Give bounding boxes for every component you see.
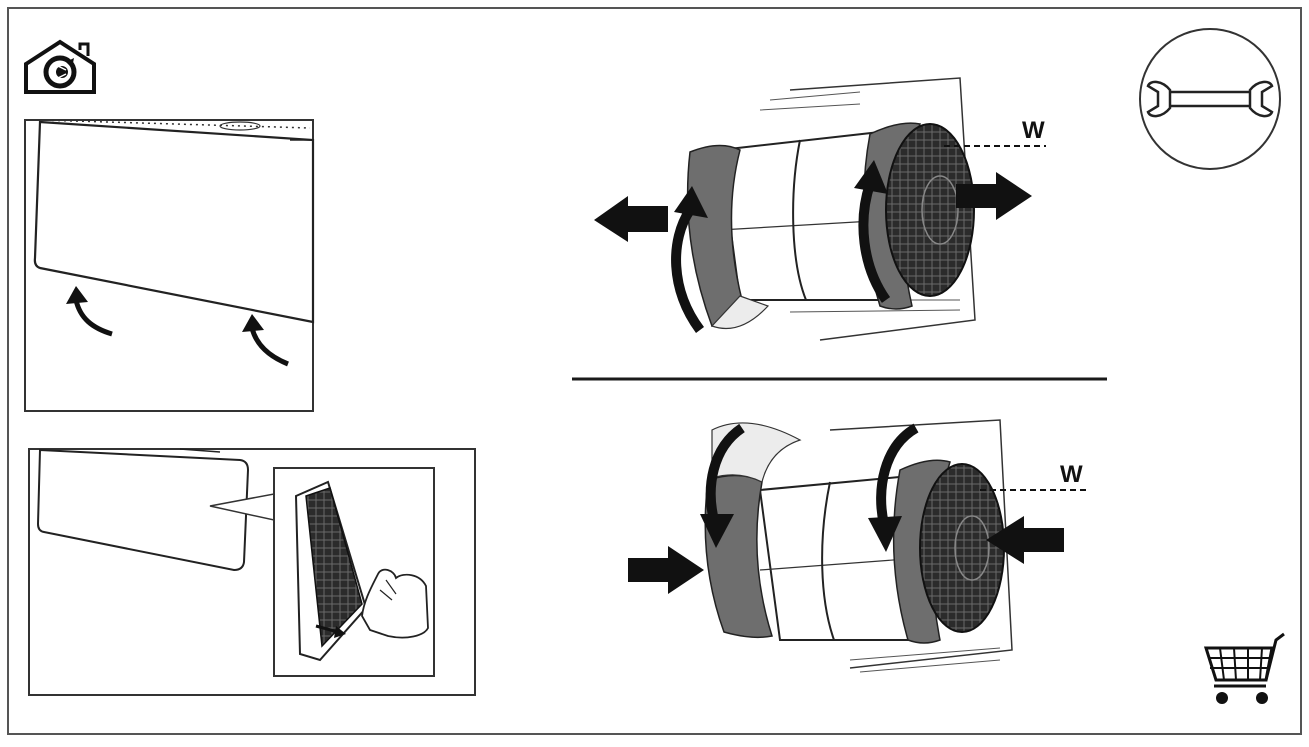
motor-assembly-top: W <box>594 77 1046 341</box>
motor-assembly-bottom: W <box>628 419 1090 673</box>
pull-arrow-right <box>956 172 1032 220</box>
lift-arrow-left <box>66 286 113 337</box>
grease-filter <box>305 487 363 648</box>
label-w-bottom: W <box>1060 461 1083 488</box>
wrench-icon <box>1139 28 1281 170</box>
hand <box>361 568 429 639</box>
panel-filter-removal <box>28 448 476 696</box>
push-arrow-left <box>628 546 704 594</box>
lift-arrow-right <box>242 314 289 367</box>
outer-border <box>7 7 1302 735</box>
fan-grill-top <box>885 123 975 297</box>
shopping-cart-icon <box>1203 632 1285 704</box>
label-w-top: W <box>1022 117 1045 144</box>
recirculation-house-icon <box>24 39 96 94</box>
pull-arrow-left <box>594 196 668 242</box>
push-arrow-right <box>986 516 1064 564</box>
panel-lift-hood <box>24 119 315 412</box>
